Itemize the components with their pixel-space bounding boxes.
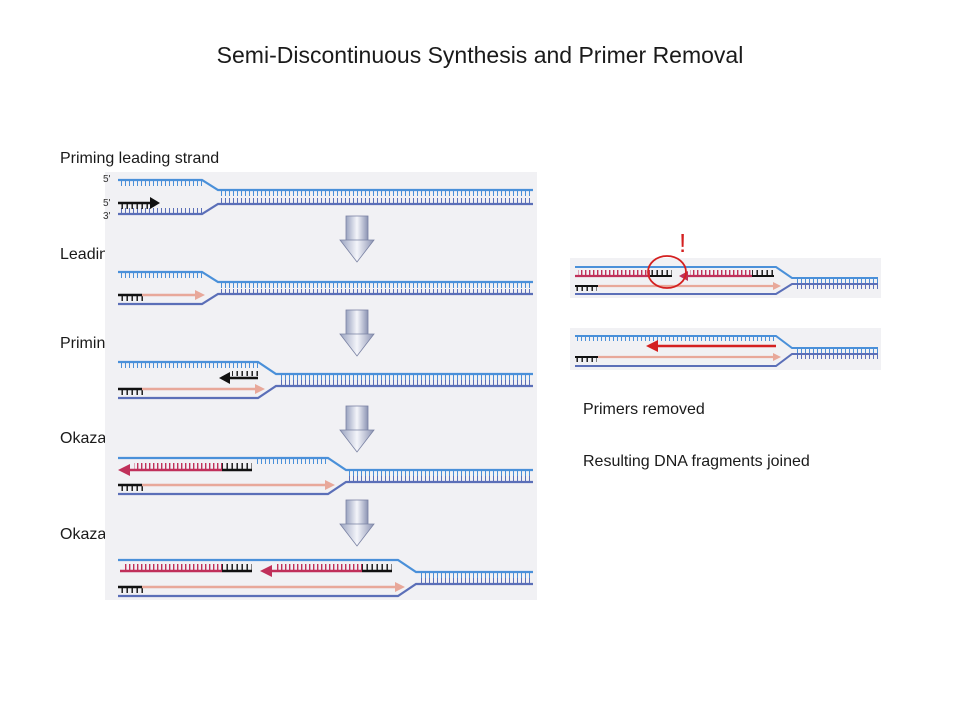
five-prime-top: 5'	[103, 174, 111, 185]
five-prime-mid: 5'	[103, 198, 111, 209]
gap-highlight-circle	[647, 255, 687, 289]
label-primers-removed: Primers removed	[583, 401, 705, 418]
down-arrow-1	[339, 215, 375, 263]
alert-icon: !	[679, 228, 686, 258]
parent-strand-bottom	[118, 202, 533, 216]
step-2-diagram	[118, 270, 533, 306]
down-arrow-4	[339, 499, 375, 547]
page-title: Semi-Discontinuous Synthesis and Primer …	[216, 42, 744, 68]
three-prime-bottom: 3'	[103, 211, 111, 222]
down-arrow-3	[339, 405, 375, 453]
step-5-diagram	[118, 558, 533, 598]
step-4-diagram	[118, 456, 533, 496]
step-1-diagram: 5' 5' 3'	[103, 174, 533, 222]
down-arrow-2	[339, 309, 375, 357]
step-label-priming-leading: Priming leading strand	[60, 150, 220, 167]
parent-strand-top	[118, 178, 533, 192]
label-fragments-joined: Resulting DNA fragments joined	[583, 453, 810, 470]
step-3-diagram	[118, 360, 533, 400]
right-diagram-fragments-joined	[570, 328, 881, 370]
right-diagram-primers-removed: !	[570, 228, 881, 298]
